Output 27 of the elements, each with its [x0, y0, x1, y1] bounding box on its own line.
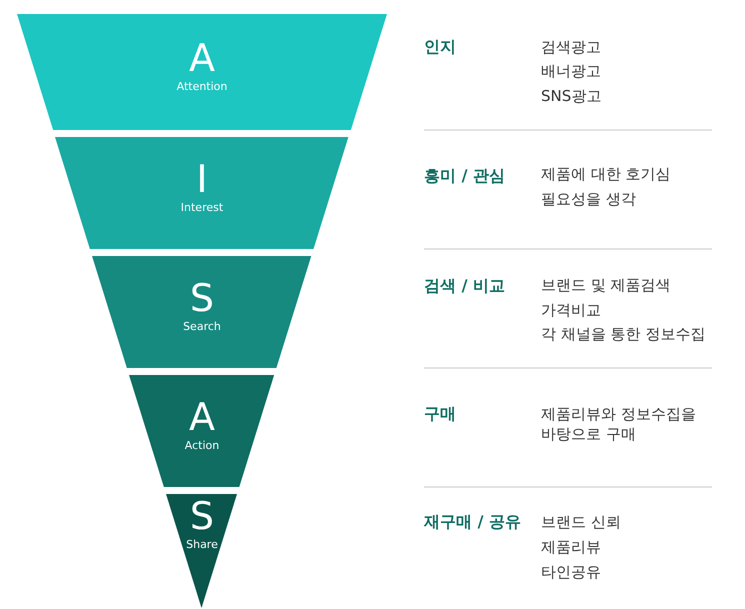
stage-letter: S — [188, 496, 216, 536]
stage-description: SNS광고 — [541, 86, 602, 106]
stage-name: Search — [182, 320, 222, 333]
stage-description: 필요성을 생각 — [541, 189, 636, 209]
stage-letter: I — [195, 159, 209, 199]
stage-letter: S — [188, 278, 216, 318]
stage-description: 검색광고 — [541, 37, 601, 57]
stage-description: 타인공유 — [541, 562, 601, 582]
stage-letter: A — [188, 397, 216, 437]
stage-name: Share — [185, 538, 219, 551]
stage-description: 제품리뷰와 정보수집을 바탕으로 구매 — [541, 404, 697, 444]
stage-description: 브랜드 신뢰 — [541, 512, 621, 532]
stage-description: 각 채널을 통한 정보수집 — [541, 324, 706, 344]
stage-heading: 재구매 / 공유 — [424, 512, 521, 532]
stage-name: Interest — [180, 201, 224, 214]
stage-description: 브랜드 및 제품검색 — [541, 275, 671, 295]
stage-heading: 구매 — [424, 404, 456, 424]
stage-description: 제품리뷰 — [541, 537, 601, 557]
stage-description: 가격비교 — [541, 300, 601, 320]
stage-description: 제품에 대한 호기심 — [541, 164, 671, 184]
stage-letter: A — [188, 38, 216, 78]
stage-heading: 검색 / 비교 — [424, 276, 505, 296]
stage-description: 배너광고 — [541, 61, 601, 81]
stage-name: Action — [184, 439, 220, 452]
stage-heading: 흥미 / 관심 — [424, 166, 505, 186]
stage-heading: 인지 — [424, 37, 456, 57]
stage-name: Attention — [176, 80, 228, 93]
